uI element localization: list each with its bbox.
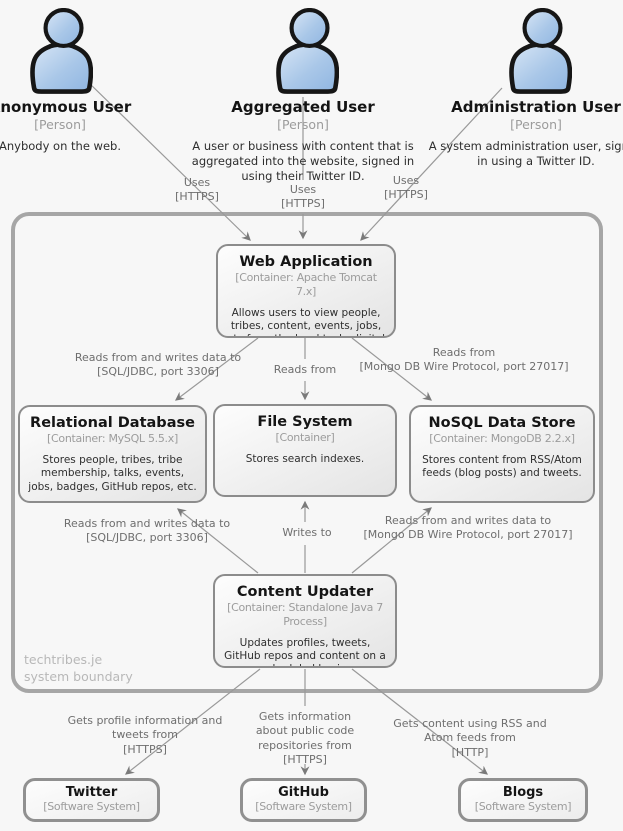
- edge-label-webapp-fs: Reads from: [273, 363, 337, 376]
- edge-label-updater-blogs: Gets content using RSS and Atom feeds fr…: [393, 717, 547, 759]
- container-web-application: Web Application [Container: Apache Tomca…: [216, 244, 396, 338]
- edge-label-webapp-rdb: Reads from and writes data to [SQL/JDBC,…: [74, 351, 242, 379]
- system-boundary-label: techtribes.je system boundary: [24, 652, 133, 684]
- edge-label-updater-rdb: Reads from and writes data to [SQL/JDBC,…: [63, 517, 231, 545]
- edge-label-updater-twitter: Gets profile information and tweets from…: [67, 714, 223, 756]
- container-content-updater: Content Updater [Container: Standalone J…: [213, 574, 397, 668]
- person-icon: [509, 8, 572, 94]
- edge-updater-twitter: [125, 668, 261, 775]
- person-anonymous-user: Anonymous User [Person] Anybody on the w…: [0, 98, 132, 153]
- edge-label-updater-fs: Writes to: [282, 526, 332, 539]
- edge-label-updater-nosql: Reads from and writes data to [Mongo DB …: [363, 514, 573, 542]
- edge-anonymous-webapp: [85, 79, 251, 241]
- container-nosql-data-store: NoSQL Data Store [Container: MongoDB 2.2…: [409, 405, 595, 503]
- edge-webapp-nosql: [351, 337, 432, 401]
- edge-label-webapp-nosql: Reads from [Mongo DB Wire Protocol, port…: [359, 346, 569, 374]
- person-icon: [276, 8, 339, 94]
- edge-webapp-rdb: [174, 337, 259, 401]
- edge-label-uses-aggregated: Uses [HTTPS]: [281, 183, 325, 211]
- edge-updater-blogs: [351, 668, 488, 775]
- edge-updater-rdb: [177, 508, 259, 574]
- system-github: GitHub [Software System]: [240, 778, 367, 822]
- edge-label-uses-admin: Uses [HTTPS]: [384, 174, 428, 202]
- person-icon: [30, 8, 93, 94]
- container-file-system: File System [Container] Stores search in…: [213, 404, 397, 497]
- edge-updater-nosql: [351, 507, 432, 574]
- person-administration-user: Administration User [Person] A system ad…: [428, 98, 623, 168]
- edge-admin-webapp: [360, 87, 503, 241]
- system-twitter: Twitter [Software System]: [23, 778, 160, 822]
- container-relational-database: Relational Database [Container: MySQL 5.…: [18, 405, 207, 503]
- person-aggregated-user: Aggregated User [Person] A user or busin…: [191, 98, 415, 183]
- system-blogs: Blogs [Software System]: [458, 778, 588, 822]
- system-boundary-box: [11, 212, 603, 693]
- edge-label-updater-github: Gets information about public code repos…: [255, 710, 355, 766]
- edge-label-uses-anonymous: Uses [HTTPS]: [175, 176, 219, 204]
